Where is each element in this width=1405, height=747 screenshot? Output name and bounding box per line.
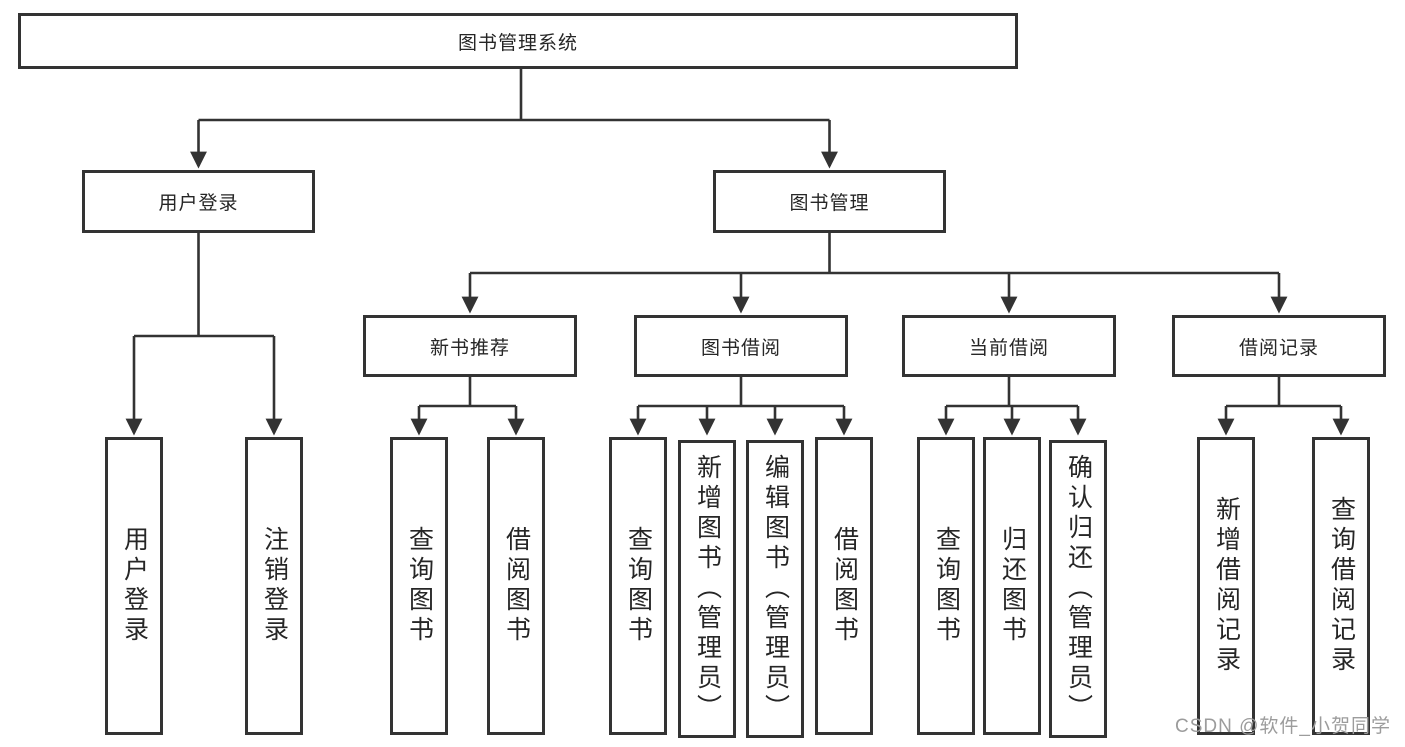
node-user-login: 用户登录 xyxy=(82,170,315,233)
leaf-bb-borrow-books: 借阅图书 xyxy=(815,437,873,735)
leaf-label: 查询图书 xyxy=(405,526,434,646)
leaf-label: 查询借阅记录 xyxy=(1327,496,1356,676)
connector-borrow-records-rail xyxy=(1226,377,1341,408)
leaf-label: 借阅图书 xyxy=(830,526,859,646)
leaf-bb-edit-books-admin: 编辑图书（管理员） xyxy=(746,440,804,738)
leaf-label: 查询图书 xyxy=(624,526,653,646)
leaf-label: 确认归还（管理员） xyxy=(1064,454,1093,724)
leaf-cb-confirm-return-admin: 确认归还（管理员） xyxy=(1049,440,1107,738)
connector-user-login-rail xyxy=(134,233,274,338)
csdn-watermark: CSDN @软件_小贺同学 xyxy=(1175,716,1391,737)
leaf-bb-add-books-admin: 新增图书（管理员） xyxy=(678,440,736,738)
node-borrow-records: 借阅记录 xyxy=(1172,315,1386,377)
leaf-user-login: 用户登录 xyxy=(105,437,163,735)
leaf-cb-query-books: 查询图书 xyxy=(917,437,975,735)
leaf-label: 编辑图书（管理员） xyxy=(761,454,790,724)
leaf-br-query-record: 查询借阅记录 xyxy=(1312,437,1370,735)
leaf-br-add-record: 新增借阅记录 xyxy=(1197,437,1255,735)
node-book-management: 图书管理 xyxy=(713,170,946,233)
leaf-label: 新增图书（管理员） xyxy=(693,454,722,724)
leaf-nbr-borrow-books: 借阅图书 xyxy=(487,437,545,735)
node-library-system: 图书管理系统 xyxy=(18,13,1018,69)
connector-root-rail xyxy=(198,69,830,122)
connector-book-management-rail xyxy=(470,233,1279,275)
leaf-cb-return-books: 归还图书 xyxy=(983,437,1041,735)
connector-book-borrow-rail xyxy=(638,377,844,408)
leaf-bb-query-books: 查询图书 xyxy=(609,437,667,735)
node-new-book-recommend: 新书推荐 xyxy=(363,315,577,377)
leaf-logout-login: 注销登录 xyxy=(245,437,303,735)
leaf-label: 借阅图书 xyxy=(502,526,531,646)
leaf-label: 归还图书 xyxy=(998,526,1027,646)
leaf-label: 查询图书 xyxy=(932,526,961,646)
leaf-nbr-query-books: 查询图书 xyxy=(390,437,448,735)
connector-new-book-rail xyxy=(419,377,516,408)
leaf-label: 注销登录 xyxy=(260,526,289,646)
leaf-label: 用户登录 xyxy=(120,526,149,646)
leaf-label: 新增借阅记录 xyxy=(1212,496,1241,676)
node-book-borrow: 图书借阅 xyxy=(634,315,848,377)
node-current-borrow: 当前借阅 xyxy=(902,315,1116,377)
connector-current-borrow-rail xyxy=(946,377,1078,408)
